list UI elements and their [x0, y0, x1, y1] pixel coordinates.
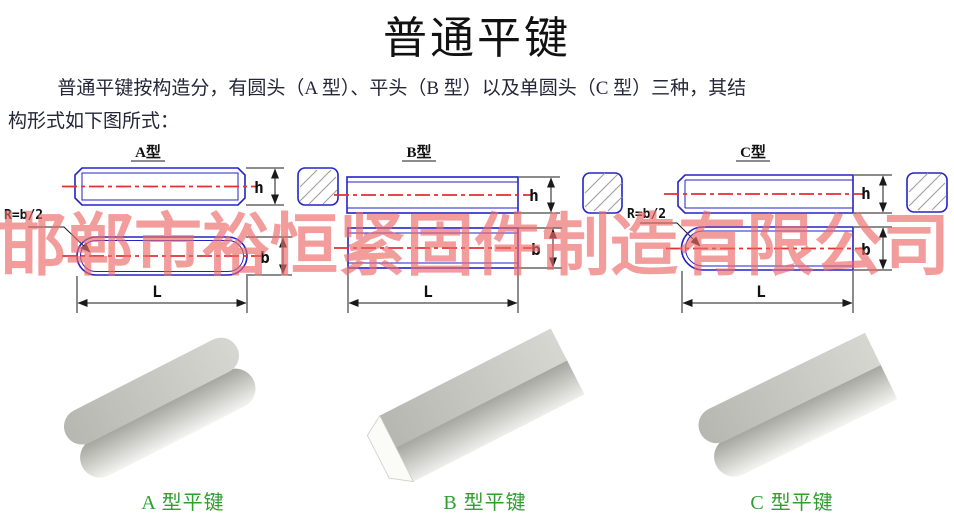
- key-c-front-face: [714, 363, 898, 477]
- dim-b-label: b: [531, 240, 541, 259]
- dim-b-label: b: [861, 240, 871, 259]
- diagram-c: C型 h R=b/2: [627, 143, 948, 313]
- photo-key-b: [366, 319, 585, 483]
- caption-key-a: A 型平键: [141, 492, 225, 514]
- diagram-a-l-dimension: L: [76, 276, 248, 313]
- diagram-b-l-dimension: L: [347, 269, 519, 313]
- diagram-c-top-view: [666, 226, 866, 271]
- diagram-c-side-view: [664, 174, 864, 214]
- dim-h-label: h: [529, 186, 539, 205]
- caption-key-b: B 型平键: [443, 492, 527, 514]
- key-a-top-face: [63, 337, 239, 445]
- diagram-c-b-dimension: b: [854, 226, 892, 271]
- key-b-body: [366, 328, 585, 483]
- technical-drawings: A型 h R=b/2: [0, 135, 954, 321]
- diagram-b-h-dimension: h: [519, 176, 560, 214]
- diagram-b-top-view: [334, 227, 532, 269]
- diagram-a-radius-note: R=b/2: [4, 208, 91, 253]
- diagram-b-side-view: [334, 176, 532, 214]
- photo-key-c: [685, 322, 898, 479]
- diagram-a-label: A型: [135, 143, 161, 161]
- radius-note-label: R=b/2: [627, 207, 666, 222]
- diagram-b-cross-section: [582, 172, 623, 214]
- diagram-b-b-dimension: b: [519, 227, 562, 269]
- intro-line-1: 普通平键按构造分，有圆头（A 型）、平头（B 型）以及单圆头（C 型）三种，其结: [57, 78, 747, 99]
- diagram-c-cross-section: [906, 172, 948, 213]
- key-b-end-face: [366, 414, 415, 483]
- key-c-render: [698, 332, 898, 477]
- radius-note-label: R=b/2: [4, 208, 43, 223]
- key-c-top-face: [698, 332, 881, 444]
- diagram-c-h-dimension: h: [854, 174, 892, 214]
- drawings-svg: A型 h R=b/2: [4, 143, 948, 313]
- key-b-front-face: [395, 358, 585, 482]
- dim-l-label: L: [423, 282, 433, 301]
- diagram-a-cross-section: [297, 167, 339, 206]
- key-c-body: [698, 332, 898, 477]
- dim-l-label: L: [152, 282, 162, 301]
- key-a-render: [63, 337, 256, 478]
- key-a-front-face: [80, 368, 256, 478]
- key-b-top-face: [379, 328, 568, 448]
- hatched-cross-section: [297, 167, 339, 206]
- dim-h-label: h: [254, 178, 264, 197]
- caption-key-c: C 型平键: [750, 492, 834, 514]
- diagram-a-side-view: [62, 167, 258, 206]
- diagram-a: A型 h R=b/2: [4, 143, 339, 313]
- diagram-b: B型 h: [334, 143, 623, 313]
- diagram-c-l-dimension: L: [681, 271, 854, 313]
- dim-b-label: b: [260, 248, 270, 267]
- intro-paragraph: 普通平键按构造分，有圆头（A 型）、平头（B 型）以及单圆头（C 型）三种，其结…: [8, 72, 946, 138]
- dim-h-label: h: [861, 184, 871, 203]
- diagram-c-label: C型: [740, 143, 766, 161]
- diagram-a-top-view: [62, 236, 262, 276]
- photo-key-a: [50, 322, 262, 479]
- key-a-body: [63, 337, 256, 478]
- diagram-c-radius-note: R=b/2: [627, 207, 701, 247]
- intro-line-2: 构形式如下图所式：: [8, 111, 180, 132]
- diagram-b-label: B型: [406, 143, 431, 161]
- page-title: 普通平键: [383, 14, 571, 63]
- key-b-render: [366, 328, 585, 483]
- hatched-cross-section: [906, 172, 948, 213]
- diagram-a-b-dimension: b: [246, 236, 292, 276]
- hatched-cross-section: [582, 172, 623, 214]
- dim-l-label: L: [756, 282, 766, 301]
- diagram-a-h-dimension: h: [246, 167, 284, 206]
